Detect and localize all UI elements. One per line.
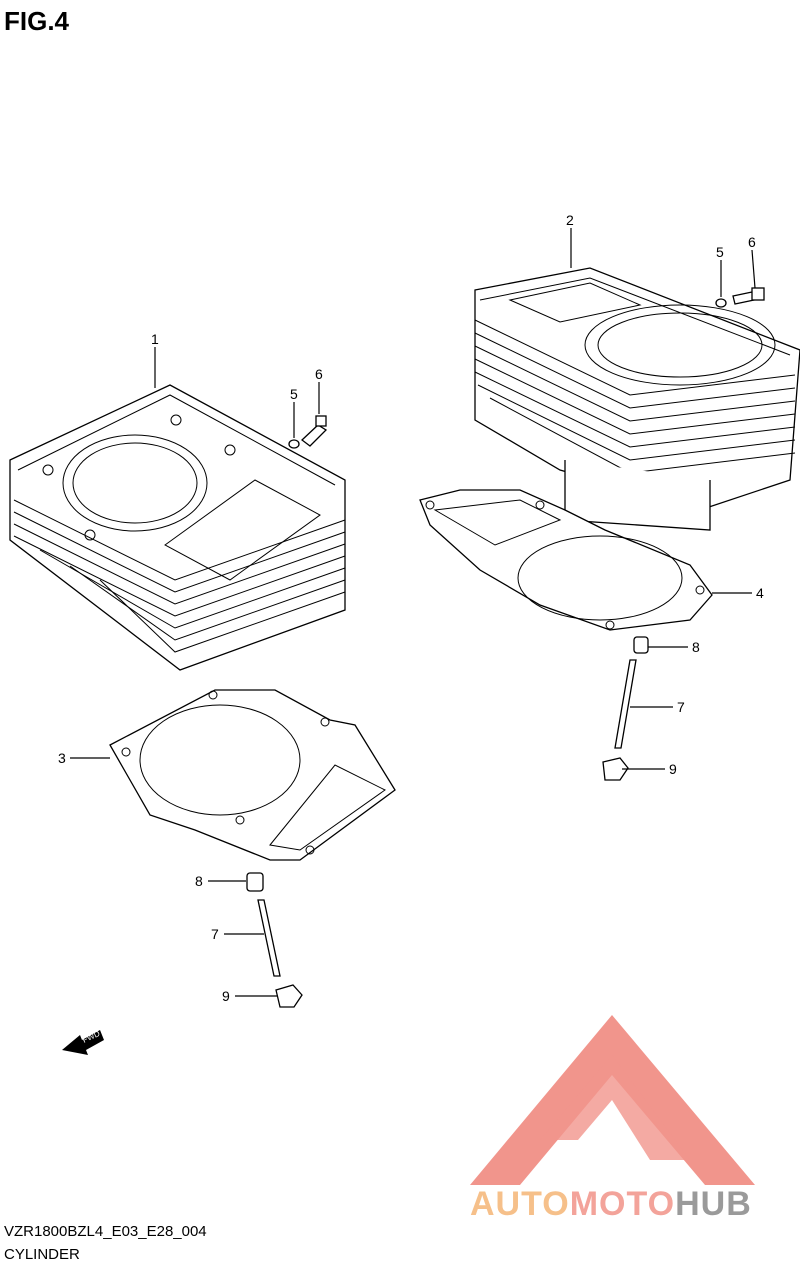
watermark-logo [470,1015,755,1185]
callout-6-rear: 6 [748,234,756,250]
front-gasket [109,689,396,861]
watermark-part1: AUTO [470,1185,570,1223]
callout-5-rear: 5 [716,244,724,260]
callout-7-front: 7 [211,926,219,942]
leader-lines [70,228,756,997]
rear-nut [602,757,629,781]
front-stud-bolt [257,899,281,977]
callout-1: 1 [151,331,159,347]
front-cylinder [9,384,346,671]
callout-2: 2 [566,212,574,228]
rear-stud-bolt [614,659,637,749]
rear-washer [715,298,727,308]
callout-3: 3 [58,750,66,766]
callout-4: 4 [756,585,764,601]
callout-8-front: 8 [195,873,203,889]
rear-cylinder [474,267,800,531]
callout-6-front: 6 [315,366,323,382]
callout-7-rear: 7 [677,699,685,715]
rear-union-bolt [732,287,765,305]
callout-8-rear: 8 [692,639,700,655]
watermark-text: AUTOMOTOHUB [470,1185,752,1224]
fwd-arrow-icon: FWD [62,1029,104,1055]
front-washer [288,439,300,449]
callout-9-front: 9 [222,988,230,1004]
front-union-bolt [300,415,328,447]
watermark-part2: MOTO [569,1185,676,1223]
callout-5-front: 5 [290,386,298,402]
callout-9-rear: 9 [669,761,677,777]
figure-title: FIG.4 [4,6,70,36]
watermark-part3: HUB [675,1185,752,1223]
front-dowel-pin [246,872,264,892]
rear-gasket [419,489,713,631]
front-nut [275,984,303,1008]
diagram-description: CYLINDER [4,1246,80,1263]
rear-dowel-pin [633,636,649,654]
diagram-code: VZR1800BZL4_E03_E28_004 [4,1223,207,1240]
